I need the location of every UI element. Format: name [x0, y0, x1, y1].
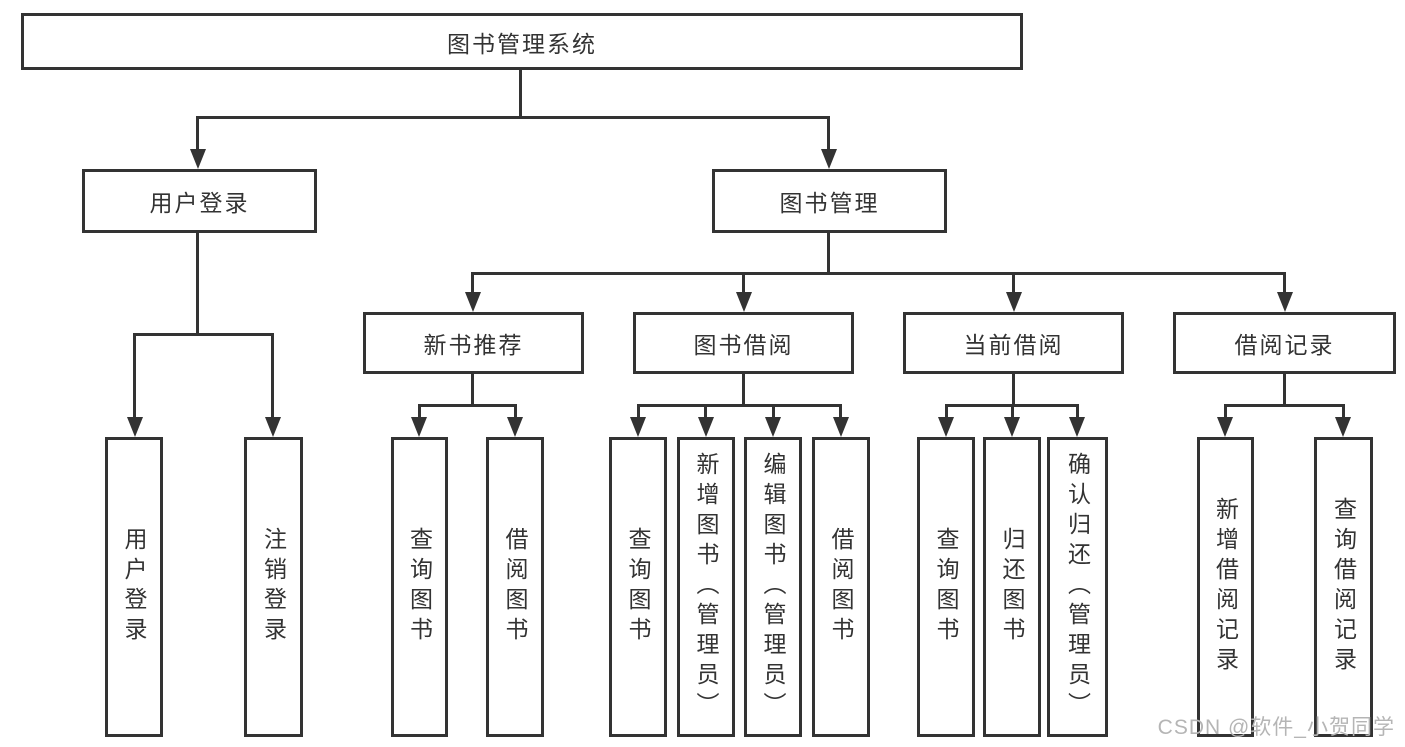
arrow-down-icon — [698, 417, 714, 437]
connector-line — [704, 404, 707, 418]
arrow-down-icon — [821, 149, 837, 169]
connector-line — [471, 272, 474, 293]
connector-line — [133, 333, 136, 418]
connector-line — [945, 404, 948, 418]
connector-line — [1012, 374, 1015, 407]
node-confirm-return-admin: 确认归还（管理员） — [1047, 437, 1108, 737]
arrow-down-icon — [265, 417, 281, 437]
node-query-books-recommend: 查询图书 — [391, 437, 448, 737]
node-borrow-books-recommend: 借阅图书 — [486, 437, 544, 737]
node-query-borrow-record: 查询借阅记录 — [1314, 437, 1373, 737]
arrow-down-icon — [833, 417, 849, 437]
connector-line — [742, 272, 745, 293]
node-new-book-recommend: 新书推荐 — [363, 312, 584, 374]
connector-line — [1224, 404, 1227, 418]
arrow-down-icon — [1217, 417, 1233, 437]
arrow-down-icon — [411, 417, 427, 437]
arrow-down-icon — [1004, 417, 1020, 437]
node-logout-action: 注销登录 — [244, 437, 303, 737]
node-borrow-books-action: 借阅图书 — [812, 437, 870, 737]
node-add-borrow-record: 新增借阅记录 — [1197, 437, 1254, 737]
connector-line — [1076, 404, 1079, 418]
node-book-borrow: 图书借阅 — [633, 312, 854, 374]
arrow-down-icon — [507, 417, 523, 437]
connector-line — [1224, 404, 1345, 407]
connector-line — [472, 272, 1286, 275]
arrow-down-icon — [736, 292, 752, 312]
connector-line — [418, 404, 421, 418]
node-user-login: 用户登录 — [82, 169, 317, 233]
arrow-down-icon — [465, 292, 481, 312]
connector-line — [742, 374, 745, 407]
connector-line — [271, 333, 274, 418]
arrow-down-icon — [765, 417, 781, 437]
connector-line — [637, 404, 842, 407]
connector-line — [1012, 272, 1015, 293]
arrow-down-icon — [1335, 417, 1351, 437]
connector-line — [196, 233, 199, 336]
connector-line — [471, 374, 474, 407]
connector-line — [1342, 404, 1345, 418]
connector-line — [418, 404, 517, 407]
arrow-down-icon — [1069, 417, 1085, 437]
connector-line — [1283, 272, 1286, 293]
node-current-borrow: 当前借阅 — [903, 312, 1124, 374]
arrow-down-icon — [1006, 292, 1022, 312]
connector-line — [839, 404, 842, 418]
node-query-books-current: 查询图书 — [917, 437, 975, 737]
connector-line — [1283, 374, 1286, 407]
arrow-down-icon — [630, 417, 646, 437]
connector-line — [133, 333, 274, 336]
node-query-books-borrow: 查询图书 — [609, 437, 667, 737]
csdn-watermark: CSDN @软件_小贺同学 — [1157, 716, 1395, 739]
arrow-down-icon — [1277, 292, 1293, 312]
node-return-books: 归还图书 — [983, 437, 1041, 737]
node-edit-books-admin: 编辑图书（管理员） — [744, 437, 802, 737]
arrow-down-icon — [938, 417, 954, 437]
connector-line — [519, 67, 522, 119]
node-user-login-action: 用户登录 — [105, 437, 163, 737]
node-add-books-admin: 新增图书（管理员） — [677, 437, 735, 737]
connector-line — [827, 116, 830, 151]
connector-line — [514, 404, 517, 418]
connector-line — [637, 404, 640, 418]
connector-line — [197, 116, 830, 119]
node-library-system: 图书管理系统 — [21, 13, 1023, 70]
node-borrow-records: 借阅记录 — [1173, 312, 1396, 374]
node-book-management: 图书管理 — [712, 169, 947, 233]
connector-line — [827, 233, 830, 275]
arrow-down-icon — [190, 149, 206, 169]
connector-line — [196, 116, 199, 151]
connector-line — [772, 404, 775, 418]
arrow-down-icon — [127, 417, 143, 437]
connector-line — [1011, 404, 1014, 418]
